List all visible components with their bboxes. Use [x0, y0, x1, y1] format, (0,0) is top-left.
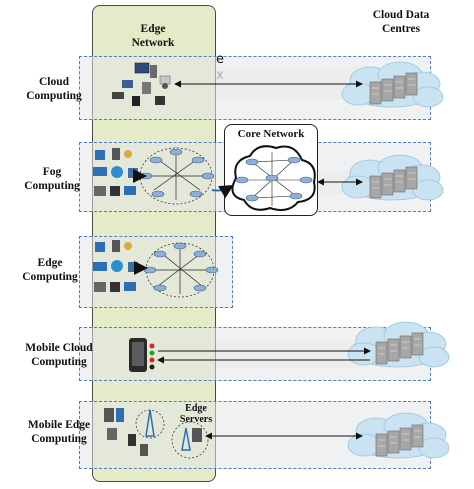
cloud-computing-label: Cloud Computing	[26, 76, 82, 102]
iot-devices-icon	[93, 148, 138, 196]
mobile-edge-computing-label: Mobile Edge Computing	[27, 419, 91, 445]
core-network-cloud	[231, 145, 316, 211]
edge-servers-label: Edge Servers	[179, 403, 213, 425]
user-devices-icon	[112, 62, 171, 106]
mobile-cloud-computing-label: Mobile Cloud Computing	[25, 342, 93, 368]
cell-tower-icon	[171, 421, 209, 459]
cloud-data-centres-title: Cloud Data Centres	[372, 9, 430, 35]
edge-computing-label: Edge Computing	[22, 257, 78, 283]
status-lights-icon	[149, 343, 155, 370]
edge-network-title: Edge Network	[131, 23, 175, 49]
cell-tower-icon	[135, 409, 165, 439]
mobile-devices-icon	[104, 408, 148, 456]
core-network-title: Core Network	[237, 128, 305, 140]
edge-iot-devices-icon	[93, 240, 138, 292]
stray-mark-e: e	[216, 52, 224, 67]
mobile-cloud-pipe	[216, 340, 366, 368]
smartphone-icon	[129, 338, 147, 372]
fog-computing-label: Fog Computing	[24, 166, 80, 192]
